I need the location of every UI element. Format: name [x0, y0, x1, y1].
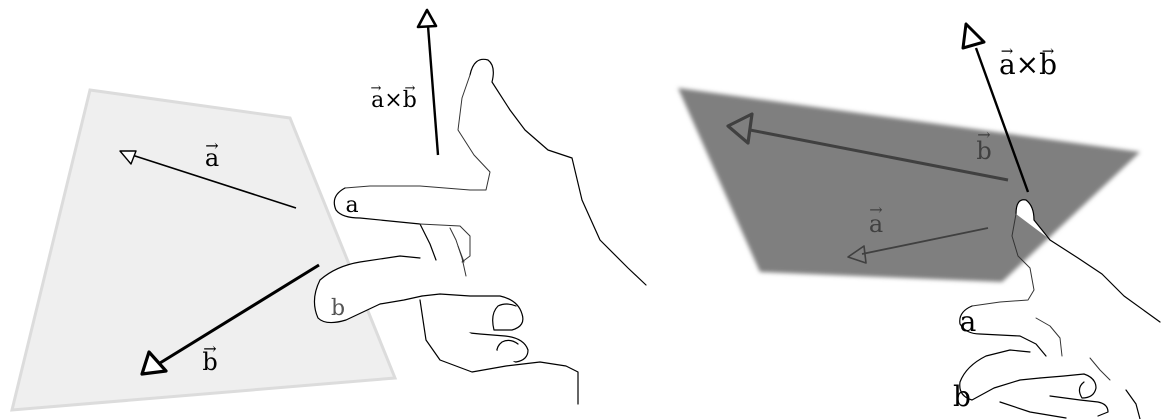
- right-panel: b → a → a×b → →: [678, 22, 1161, 419]
- left-cross-arrowmark-a: →: [371, 81, 382, 96]
- left-vector-a-label: a: [205, 144, 219, 172]
- left-vector-b-arrow: [140, 263, 320, 376]
- left-hand: a b: [313, 58, 647, 405]
- left-cross-label: a×b: [371, 88, 417, 113]
- right-cross-arrow: [961, 22, 1030, 193]
- left-plane: [10, 88, 398, 412]
- right-plane: [678, 88, 1140, 282]
- right-cross-arrowmark-b: →: [1042, 42, 1055, 60]
- left-panel: a → b → a×b → →: [10, 8, 647, 412]
- right-vector-a-label: a: [869, 210, 883, 238]
- right-finger-b-label: b: [953, 380, 971, 413]
- left-vector-b-arrowmark: →: [203, 339, 216, 358]
- right-vector-b-arrow: [726, 112, 1009, 182]
- right-cross-label: a×b: [999, 48, 1057, 81]
- left-cross-arrowmark-b: →: [405, 81, 416, 96]
- right-vector-a-arrowmark: →: [869, 200, 882, 219]
- right-vector-b-arrowmark: →: [977, 125, 990, 144]
- right-hand: a b: [953, 199, 1161, 419]
- left-finger-a-label: a: [345, 193, 358, 218]
- left-finger-b-label: b: [331, 296, 345, 321]
- right-cross-arrowmark-a: →: [1001, 42, 1014, 60]
- left-vector-b-label: b: [202, 348, 217, 376]
- left-vector-a-arrowmark: →: [205, 136, 218, 155]
- right-vector-a-arrow: [847, 227, 989, 264]
- right-finger-a-label: a: [960, 305, 977, 338]
- right-vector-b-label: b: [976, 137, 991, 165]
- left-cross-arrow: [416, 8, 440, 156]
- left-vector-a-arrow: [119, 150, 297, 209]
